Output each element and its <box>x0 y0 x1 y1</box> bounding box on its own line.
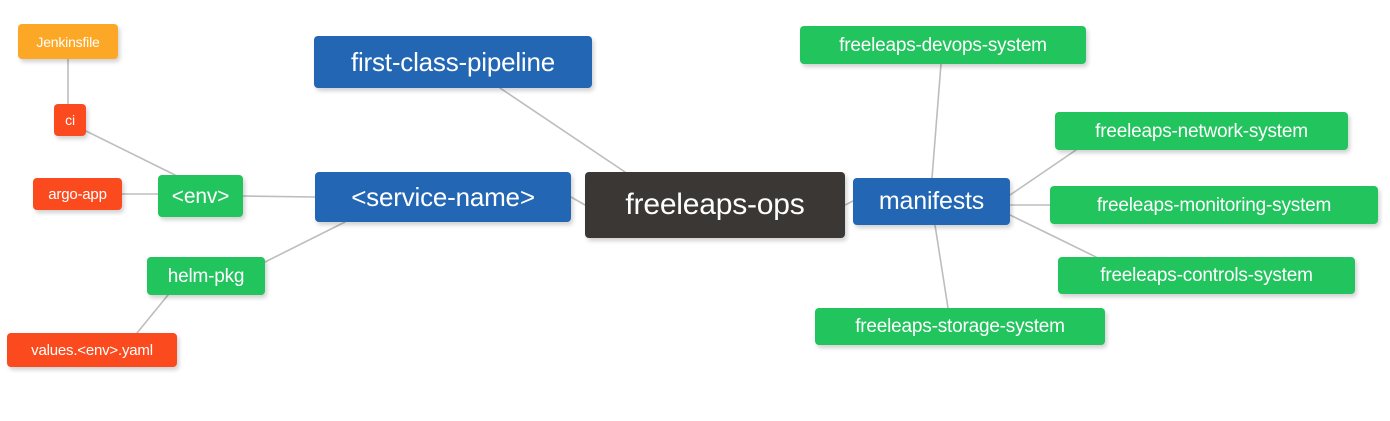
mindmap-node-service-name[interactable]: <service-name> <box>315 172 571 222</box>
mindmap-edge <box>499 87 626 173</box>
mindmap-node-jenkinsfile[interactable]: Jenkinsfile <box>18 24 118 59</box>
mindmap-edge <box>85 130 176 176</box>
mindmap-edge <box>844 200 854 206</box>
mindmap-node-freeleaps-storage-system[interactable]: freeleaps-storage-system <box>815 308 1105 345</box>
mindmap-edge <box>264 221 346 263</box>
mindmap-node-freeleaps-network-system[interactable]: freeleaps-network-system <box>1055 112 1348 150</box>
mindmap-edge <box>136 294 169 334</box>
mindmap-node-freeleaps-controls-system[interactable]: freeleaps-controls-system <box>1058 257 1355 294</box>
mindmap-node-freeleaps-devops-system[interactable]: freeleaps-devops-system <box>800 26 1086 64</box>
mindmap-node-freeleaps-ops[interactable]: freeleaps-ops <box>585 172 845 238</box>
mindmap-edge <box>570 196 586 206</box>
mindmap-node-first-class-pipeline[interactable]: first-class-pipeline <box>314 36 592 88</box>
mindmap-node-ci[interactable]: ci <box>54 104 86 136</box>
mindmap-node-helm-pkg[interactable]: helm-pkg <box>147 257 265 295</box>
mindmap-node-env[interactable]: <env> <box>158 175 243 217</box>
mindmap-edge <box>934 224 949 309</box>
mindmap-node-values-yaml[interactable]: values.<env>.yaml <box>7 333 177 367</box>
mindmap-edge <box>931 63 942 179</box>
mindmap-node-freeleaps-monitoring-system[interactable]: freeleaps-monitoring-system <box>1050 186 1378 224</box>
mindmap-node-argo-app[interactable]: argo-app <box>33 178 122 210</box>
mindmap-edge <box>242 195 316 198</box>
mindmap-node-manifests[interactable]: manifests <box>853 178 1010 225</box>
